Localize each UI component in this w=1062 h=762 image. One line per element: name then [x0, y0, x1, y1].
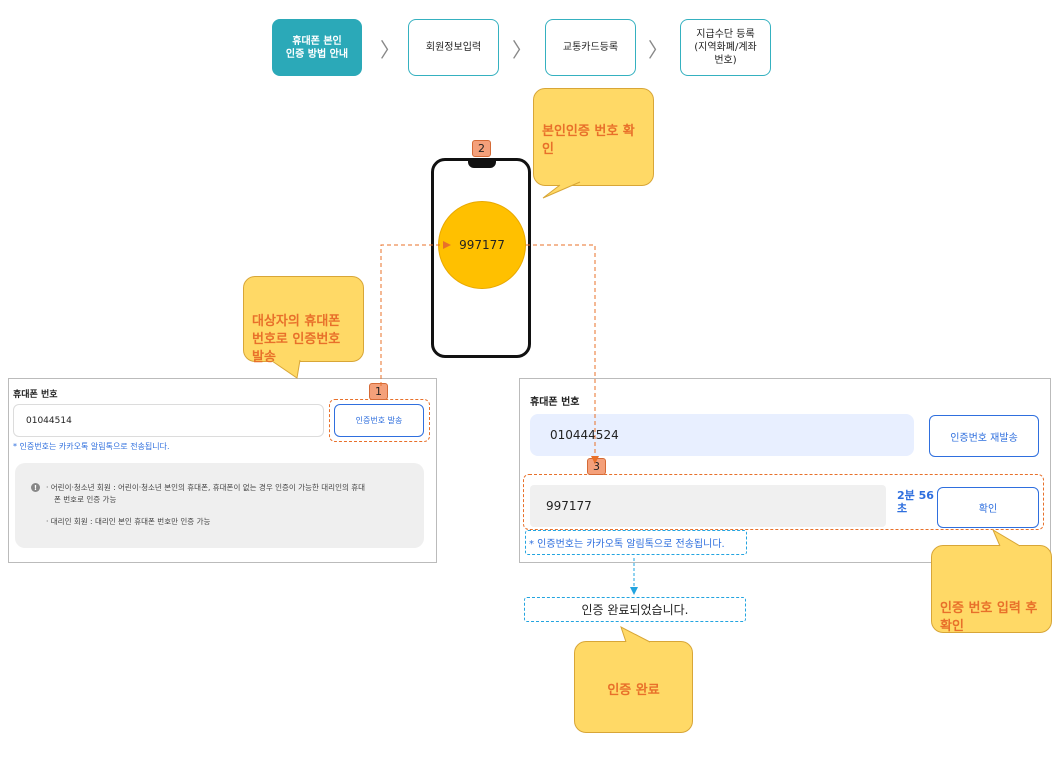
- callout-enter-code: 인증 번호 입력 후 확인: [931, 545, 1052, 634]
- chevron-right-icon: 〉: [648, 38, 668, 62]
- callout-send-to-phone: 대상자의 휴대폰 번호로 인증번호 발송: [243, 276, 364, 365]
- countdown-timer: 2분 56 초: [897, 489, 934, 515]
- callout-identity-check-text: 본인인증 번호 확인: [542, 124, 635, 157]
- completion-box: [524, 597, 746, 622]
- resend-code-button[interactable]: 인증번호 재발송: [929, 415, 1039, 457]
- callout-send-to-phone-text: 대상자의 휴대폰 번호로 인증번호 발송: [252, 314, 341, 365]
- info-line-3: · 대리인 회원 : 대리인 본인 휴대폰 번호만 인증 가능: [46, 517, 211, 526]
- step-member-info: 회원정보입력: [408, 19, 499, 76]
- right-phone-label: 휴대폰 번호: [530, 397, 580, 408]
- info-box: [15, 463, 424, 548]
- callout-identity-check: 본인인증 번호 확인: [533, 88, 654, 186]
- right-kakao-note: * 인증번호는 카카오톡 알림톡으로 전송됩니다.: [529, 539, 725, 550]
- left-phone-value: 01044514: [26, 415, 72, 426]
- callout-tail-done: [620, 625, 651, 643]
- info-icon: !: [31, 483, 40, 492]
- left-phone-label: 휴대폰 번호: [13, 390, 58, 400]
- step-phone-auth-guide: 휴대폰 본인 인증 방법 안내: [272, 19, 362, 76]
- chevron-right-icon: 〉: [380, 38, 400, 62]
- otp-code-text: 997177: [459, 238, 505, 252]
- chevron-right-icon: 〉: [512, 38, 532, 62]
- completion-message: 인증 완료되었습니다.: [581, 603, 689, 617]
- phone-notch: [468, 158, 496, 168]
- confirm-button[interactable]: 확인: [937, 487, 1039, 528]
- callout-done-text: 인증 완료: [607, 683, 660, 698]
- right-phone-auth-panel: [519, 378, 1051, 563]
- right-note-highlight: [525, 530, 747, 555]
- send-code-button[interactable]: 인증번호 발송: [334, 404, 424, 437]
- right-phone-value: 010444524: [550, 428, 619, 442]
- info-line-1: · 어린이·청소년 회원 : 어린이·청소년 본인의 휴대폰, 휴대폰이 없는 …: [46, 483, 366, 492]
- badge-step-2: 2: [472, 140, 491, 157]
- right-phone-input[interactable]: 010444524: [530, 414, 914, 456]
- left-phone-input[interactable]: 01044514: [13, 404, 324, 437]
- verification-code-value: 997177: [546, 499, 592, 513]
- badge-step-3: 3: [587, 458, 606, 475]
- info-line-2: 폰 번호로 인증 가능: [54, 495, 117, 504]
- step-payment-method: 지급수단 등록 (지역화폐/계좌 번호): [680, 19, 771, 76]
- left-kakao-note: * 인증번호는 카카오톡 알림톡으로 전송됩니다.: [13, 442, 170, 451]
- otp-code-display: 997177: [438, 201, 526, 289]
- callout-done: 인증 완료: [574, 641, 693, 733]
- callout-enter-code-text: 인증 번호 입력 후 확인: [940, 601, 1038, 634]
- step-transit-card: 교통카드등록: [545, 19, 636, 76]
- badge-step-1: 1: [369, 383, 388, 400]
- code-entry-highlight: [523, 474, 1044, 530]
- verification-code-input[interactable]: 997177: [530, 485, 886, 527]
